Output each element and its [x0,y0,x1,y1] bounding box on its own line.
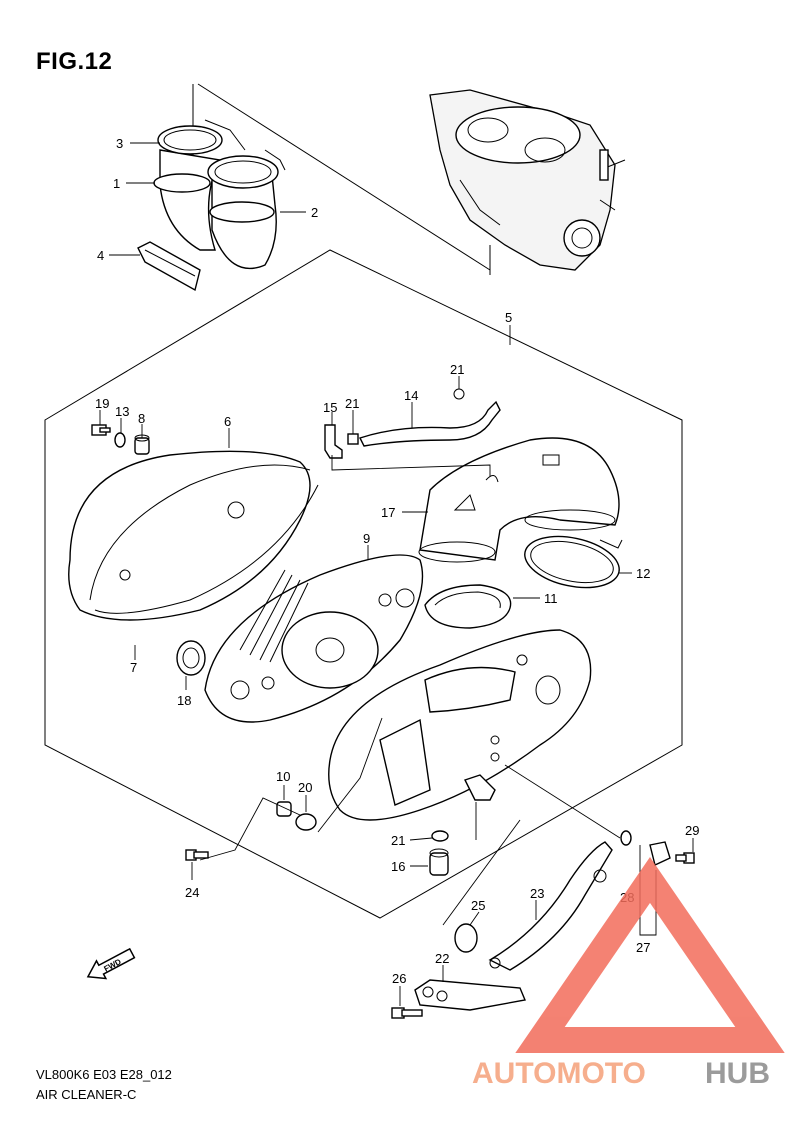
drain-fitting [464,752,500,801]
seal-strip [137,241,201,292]
callout-3: 3 [116,136,123,151]
washer-13 [114,432,126,448]
callout-14: 14 [404,388,418,403]
grommet-10 [276,801,292,817]
seal-oval [424,584,512,629]
watermark-logo: AUTOMOTO HUB [472,857,785,1090]
nut-28 [649,841,671,866]
watermark-triangle-icon [515,857,785,1053]
intake-duct [418,437,620,563]
cap-18 [176,640,206,676]
drain-plug-16 [429,848,449,876]
callout-5: 5 [505,310,512,325]
callout-7: 7 [130,660,137,675]
assembly-line-26 [442,819,521,926]
assembly-line-20 [317,717,383,833]
bolt-30 [675,852,695,864]
callout-27: 26 [392,971,406,986]
breather-hose [324,388,501,459]
clip-21-lower [431,830,449,842]
callout-19: 19 [95,396,109,411]
figure-title: FIG.12 [36,48,113,75]
washer-29 [620,830,632,846]
watermark-text-b: HUB [705,1057,770,1090]
model-code: VL800K6 E03 E28_012 [36,1067,172,1082]
assembly-line-upper-diag [197,83,491,271]
bolt-19 [91,424,111,436]
callout-4: 4 [97,248,104,263]
intake-tube-rear [207,149,286,270]
callout-18: 18 [177,693,191,708]
seal-ring [524,535,623,589]
fitting-elbow [324,424,343,459]
callout-6: 6 [224,414,231,429]
assembly-line-25 [199,797,301,861]
callout-11: 11 [544,591,558,606]
fwd-arrow-icon: FWD [86,947,136,980]
callout-24: 23 [530,886,544,901]
callout-22: 21 [450,362,464,377]
watermark-text-a: AUTOMOTO [472,1057,646,1090]
callout-21-lower: 21 [391,833,405,848]
callout-15: 15 [323,400,337,415]
bolt-27 [391,1007,423,1019]
callout-2: 2 [311,205,318,220]
bracket-23 [414,979,526,1011]
carburetor-assembly [429,89,626,271]
callout-12: 12 [636,566,650,581]
callout-10: 10 [276,769,290,784]
cushion-26 [454,923,478,953]
intake-tube-front [153,119,246,251]
callout-8: 8 [138,411,145,426]
assembly-line-hose [331,455,491,476]
air-cleaner-cover [68,450,319,621]
callout-30: 29 [685,823,699,838]
callout-9: 9 [363,531,370,546]
callout-26: 25 [471,898,485,913]
callout-21-upper: 21 [345,396,359,411]
assembly-line-29 [504,764,621,839]
callout-16: 16 [391,859,405,874]
callout-23: 22 [435,951,449,966]
callout-17: 17 [381,505,395,520]
air-cleaner-case [328,629,592,821]
bracket-24 [488,841,613,971]
callout-20: 20 [298,780,312,795]
callout-13: 13 [115,404,129,419]
figure-subtitle: AIR CLEANER-C [36,1087,137,1102]
callout-25: 24 [185,885,199,900]
filter-element [204,554,424,723]
callout-28: 27 [636,940,650,955]
spacer-20 [295,813,317,831]
bolt-25 [185,849,209,861]
assembly-outline [44,249,683,919]
callout-1: 1 [113,176,120,191]
